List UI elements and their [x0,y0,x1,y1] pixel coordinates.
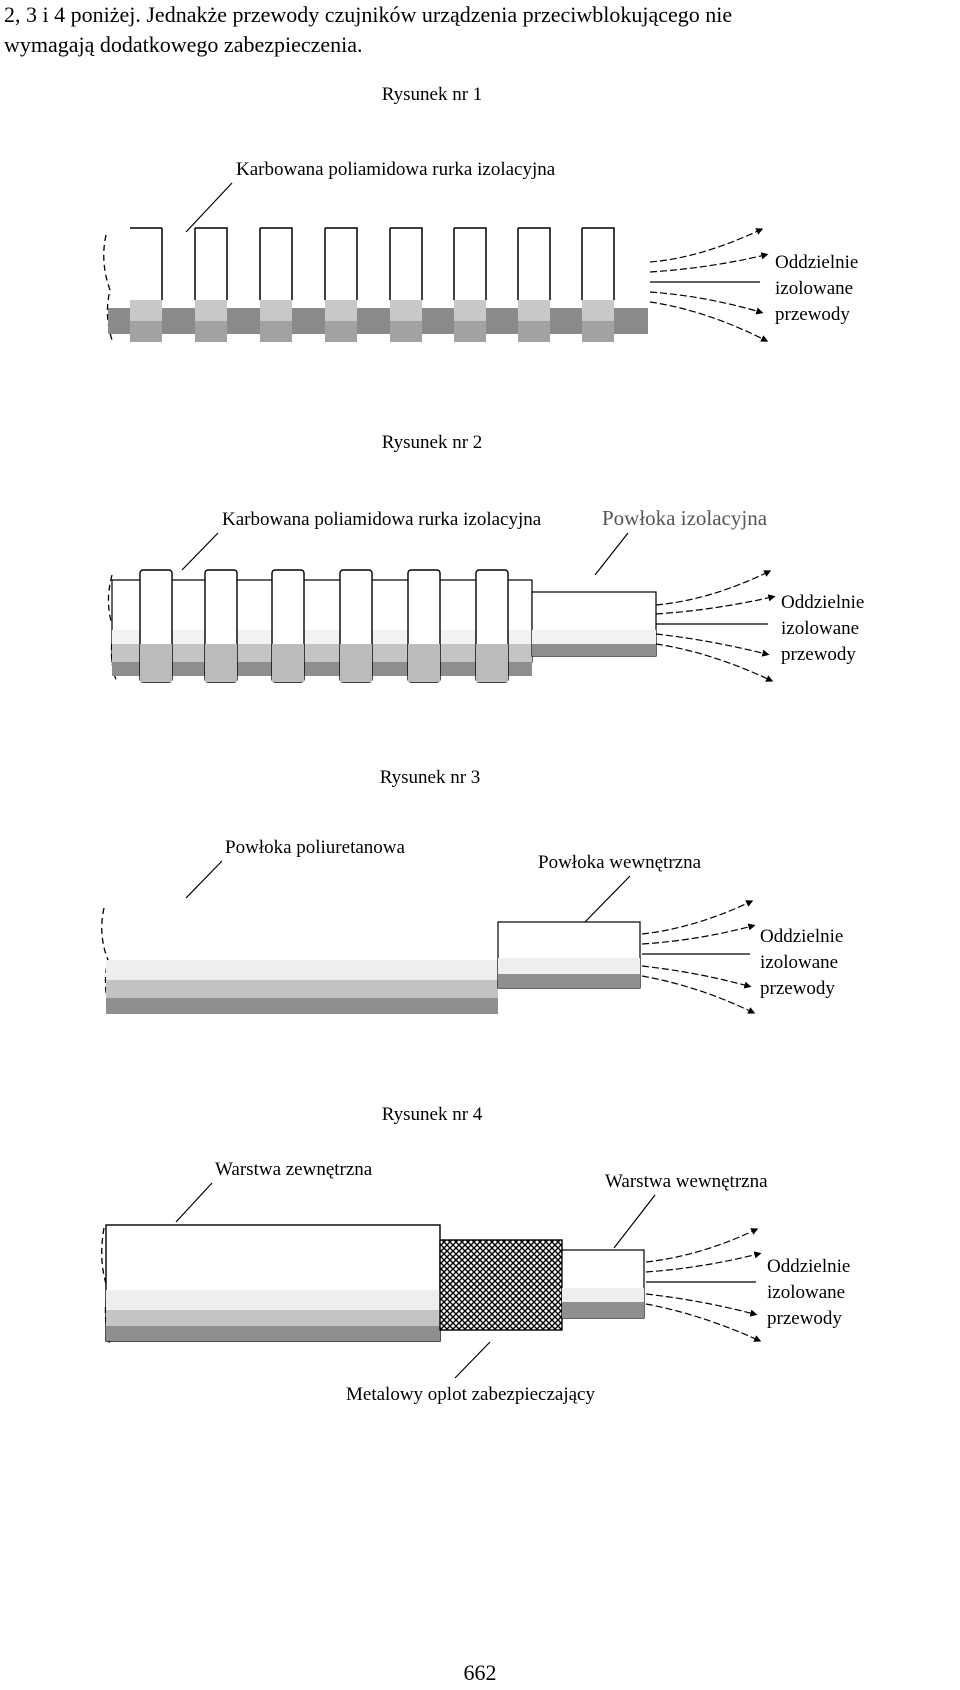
figure-1-wires [649,228,769,342]
figure-4-leader-line-2 [613,1194,656,1249]
figure-4-outer-label: Warstwa zewnętrzna [215,1159,373,1180]
figure-1-wires-label-1: Oddzielnie [775,252,858,273]
figure-2-wires [655,570,776,682]
figure-3-leader-line-1 [185,860,223,899]
figure-3-wires [641,900,756,1014]
figure-1-corrugated-label: Karbowana poliamidowa rurka izolacyjna [236,159,556,180]
figure-3-wires-label-3: przewody [760,978,835,999]
figure-1-caption: Rysunek nr 1 [382,84,483,105]
figure-1-wires-label-3: przewody [775,304,850,325]
figure-4-metal-braid [439,1239,563,1331]
figure-4-caption: Rysunek nr 4 [382,1104,483,1125]
figure-1: Rysunek nr 1 Karbowana poliamidowa rurka… [103,84,858,342]
figure-1-corrugation [130,227,615,342]
figure-2-sheath-label: Powłoka izolacyjna [602,506,768,530]
paragraph-line-2: wymagają dodatkowego zabezpieczenia. [4,32,363,57]
cable-figures: Rysunek nr 1 Karbowana poliamidowa rurka… [101,84,864,1405]
figure-4-wires-label-1: Oddzielnie [767,1256,850,1277]
figure-3-wires-label-2: izolowane [760,952,838,973]
figure-2-corrugation [139,569,509,683]
figure-3-outer-label: Powłoka poliuretanowa [225,837,406,858]
figure-2-caption: Rysunek nr 2 [382,432,483,453]
figure-3: Rysunek nr 3 Powłoka poliuretanowa Powło… [101,767,843,1014]
figure-2-leader-line-1 [181,532,219,571]
paragraph-line-1: 2, 3 i 4 poniżej. Jednakże przewody czuj… [4,2,733,27]
figure-4-wires [645,1228,762,1342]
figure-3-caption: Rysunek nr 3 [380,767,481,788]
figure-4-inner-label: Warstwa wewnętrzna [605,1171,768,1192]
figure-4-wires-label-3: przewody [767,1308,842,1329]
figure-1-leader-line [185,182,233,233]
figure-2-leader-line-2 [594,532,629,576]
figure-2-wires-label-1: Oddzielnie [781,592,864,613]
figure-1-cable-core [108,308,648,334]
figure-3-inner-label: Powłoka wewnętrzna [538,852,702,873]
figure-4-braid-label: Metalowy oplot zabezpieczający [346,1384,595,1405]
figure-2: Rysunek nr 2 Karbowana poliamidowa rurka… [107,432,864,683]
figure-4-leader-line-3 [454,1341,491,1379]
figure-3-outer-sheath [106,960,498,980]
figure-2-wires-label-2: izolowane [781,618,859,639]
figure-4-leader-line-1 [175,1182,213,1223]
figure-3-leader-line-2 [584,875,631,923]
figure-2-corrugated-label: Karbowana poliamidowa rurka izolacyjna [222,509,542,530]
page-number: 662 [463,1660,497,1685]
figure-3-wires-label-1: Oddzielnie [760,926,843,947]
figure-4-wires-label-2: izolowane [767,1282,845,1303]
figure-4: Rysunek nr 4 Warstwa zewnętrzna Warstwa … [101,1104,850,1405]
intro-paragraph: 2, 3 i 4 poniżej. Jednakże przewody czuj… [0,0,960,60]
figure-1-wires-label-2: izolowane [775,278,853,299]
figure-2-wires-label-3: przewody [781,644,856,665]
